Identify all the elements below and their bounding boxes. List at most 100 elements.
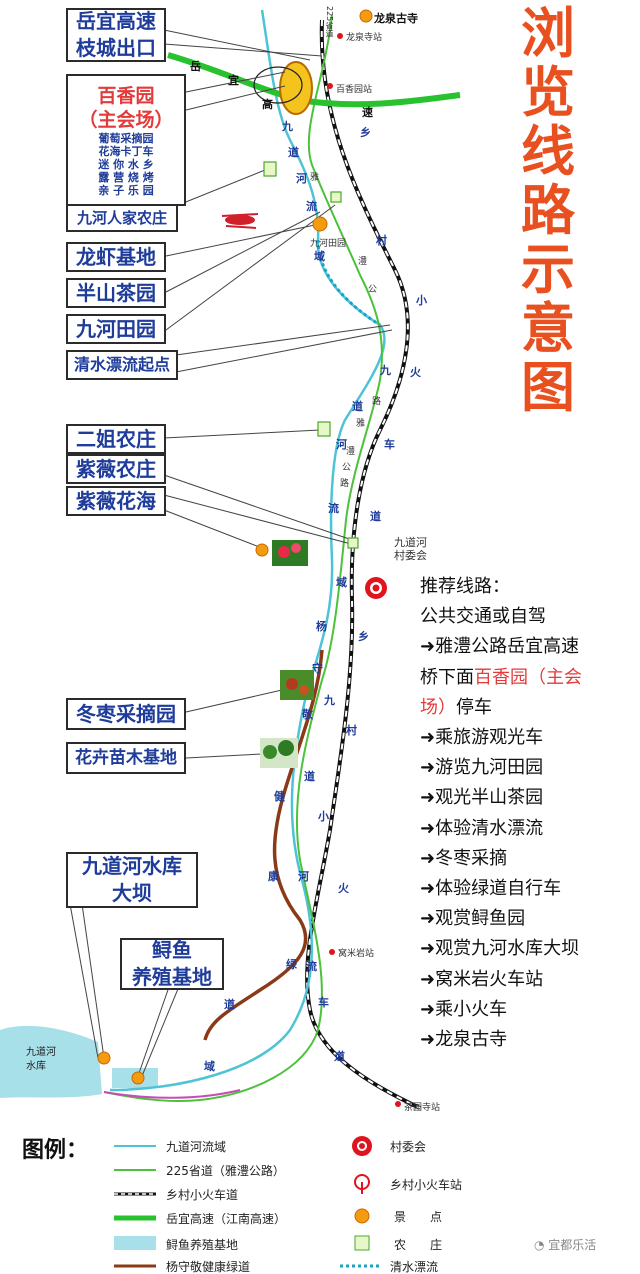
river-char: 流 [306, 200, 317, 213]
road-char: 澧 [346, 447, 356, 457]
erjie-farm-box: 二姐农庄 [66, 424, 166, 454]
legend-item: 清水漂流 [390, 1260, 439, 1274]
recommended-route: 推荐线路： 公共交通或自驾 ➜雅澧公路岳宜高速 桥下面百香园（主会 场）停车 ➜… [420, 572, 640, 1055]
train-station-icon [329, 949, 335, 955]
route-step: ➜体验绿道自行车 [420, 878, 562, 900]
ziwei-flower-box: 紫薇花海 [66, 486, 166, 516]
train-line [305, 19, 421, 1110]
greenway-char: 杨 [316, 620, 327, 633]
chayuansi-station-label: 茶园寺站 [404, 1103, 441, 1113]
baixiang-item: 露 营 烧 烤 [98, 170, 154, 184]
train-char: 道 [334, 1050, 345, 1063]
title-char: 浏 [521, 1, 575, 65]
reservoir-area-line-2: 水库 [26, 1061, 46, 1072]
expressway-char: 宜 [228, 74, 239, 87]
village-committee-line-1: 九道河 [394, 536, 427, 549]
river-char: 九 [380, 364, 391, 377]
baixiang-item: 花海卡丁车 [98, 144, 154, 158]
longquan-station-label: 龙泉寺站 [346, 33, 383, 43]
provincial-road [103, 14, 383, 1102]
legend-title: 图例： [22, 1138, 89, 1163]
route-step: ➜乘小火车 [420, 998, 508, 1020]
legend-item: 乡村小火车站 [390, 1178, 463, 1192]
reservoir-water [0, 1025, 102, 1098]
route-text: 停车 [456, 696, 492, 718]
greenway-char: 绿 [286, 958, 297, 971]
expressway-char: 高 [262, 98, 273, 111]
route-step: ➜乘旅游观光车 [420, 727, 544, 749]
watermark-text: 宜都乐活 [548, 1238, 597, 1252]
watermark: ◔ 宜都乐活 [534, 1236, 596, 1253]
greenway-char: 道 [224, 998, 235, 1011]
title-char: 路 [521, 178, 575, 242]
train-char: 小 [318, 810, 329, 823]
train-char: 火 [410, 366, 421, 379]
baixiang-item: 葡萄采摘园 [98, 131, 154, 145]
sturgeon-line-2: 养殖基地 [132, 965, 212, 989]
river-char: 道 [352, 400, 363, 413]
river-char: 道 [288, 146, 299, 159]
seedling-box: 花卉苗木基地 [66, 742, 186, 774]
expressway-char: 速 [362, 106, 373, 119]
route-step: ➜窝米岩火车站 [420, 968, 544, 990]
jiuhe-field-box: 九河田园 [66, 314, 166, 344]
route-step: ➜冬枣采摘 [420, 847, 508, 869]
tea-box: 半山茶园 [66, 278, 166, 308]
river-char: 流 [306, 960, 317, 973]
legend-item: 鲟鱼养殖基地 [166, 1238, 239, 1252]
title-char: 图 [521, 355, 575, 419]
leader-lines [69, 29, 393, 1077]
legend-symbols [114, 1136, 380, 1268]
train-char: 车 [384, 438, 395, 451]
route-line: ➜雅澧公路岳宜高速 [420, 636, 580, 658]
river-char: 道 [304, 770, 315, 783]
exit-line-1: 岳宜高速 [76, 9, 156, 33]
wumiyan-station-label: 窝米岩站 [338, 949, 375, 959]
village-committee-label: 九道河 村委会 [394, 536, 427, 562]
title-char: 线 [521, 119, 575, 183]
scenic-spot-icon [255, 543, 269, 557]
road-225-label: 225省道 [325, 6, 334, 38]
river-char: 流 [328, 502, 339, 515]
scenic-spot-icon [131, 1071, 145, 1085]
legend-item: 杨守敬健康绿道 [166, 1260, 251, 1274]
jujube-photo-icon [280, 670, 314, 700]
jiuhe-farm-box: 九河人家农庄 [66, 204, 178, 232]
title-char: 览 [521, 60, 575, 124]
reservoir-line-1: 九道河水库 [82, 854, 182, 878]
route-step: ➜观光半山茶园 [420, 787, 544, 809]
train-station-icon [337, 33, 343, 39]
road-char: 雅 [310, 173, 320, 183]
route-highlight: 百香园（主会 [474, 666, 582, 688]
farm-icons [263, 161, 359, 549]
river-line [109, 9, 386, 1092]
route-text: 桥下面 [420, 666, 474, 688]
route-line: 场）停车 [420, 693, 640, 723]
farm-icon [347, 537, 359, 549]
route-line: 桥下面百香园（主会 [420, 663, 640, 693]
greenway-char: 康 [268, 870, 279, 883]
baixiang-item: 迷 你 水 乡 [98, 157, 154, 171]
baixiang-subname: （主会场） [78, 108, 174, 131]
route-heading: 推荐线路： [420, 576, 510, 597]
river-char: 域 [204, 1060, 215, 1073]
river-char: 河 [298, 870, 309, 883]
train-char: 火 [338, 882, 349, 895]
route-line: 公共交通或自驾 [420, 606, 546, 628]
scenic-spot-icon [97, 1051, 111, 1065]
scenic-spot-icon [354, 1208, 370, 1224]
title-char: 意 [521, 296, 575, 360]
river-char: 域 [314, 250, 325, 263]
reservoir-area-label: 九道河 水库 [26, 1046, 56, 1074]
train-station-icon [395, 1101, 401, 1107]
route-highlight: 场） [420, 696, 456, 718]
exit-line-2: 枝城出口 [76, 36, 156, 60]
farm-icon [317, 421, 331, 437]
farm-icon [354, 1235, 370, 1251]
farm-icon [330, 191, 342, 203]
ziwei-farm-box: 紫薇农庄 [66, 454, 166, 484]
greenway-char: 健 [274, 790, 285, 803]
village-committee-line-2: 村委会 [394, 549, 427, 562]
scenic-spot-icon [312, 216, 328, 232]
